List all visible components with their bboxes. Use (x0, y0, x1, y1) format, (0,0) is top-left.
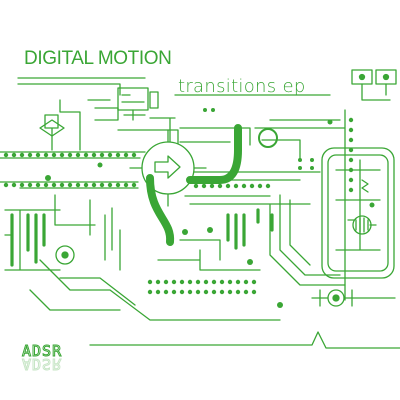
trace (4, 194, 121, 271)
bus-line (184, 171, 321, 205)
trace (269, 194, 346, 286)
trace (361, 83, 391, 101)
trace (347, 219, 377, 226)
ic-chip (117, 87, 149, 111)
transition-curve (186, 124, 242, 184)
header-line (17, 77, 331, 96)
resistor (149, 91, 159, 109)
trace (44, 99, 81, 151)
release-title: transitions ep (178, 76, 306, 97)
capacitor (55, 245, 75, 265)
trace (311, 289, 396, 307)
trace (29, 259, 281, 321)
trace (87, 99, 119, 121)
module-box-inner (327, 154, 389, 272)
label-logo-reflection: ADSR (22, 355, 63, 374)
connector-core (332, 294, 340, 302)
trace (121, 94, 146, 121)
trace (157, 139, 301, 271)
diode-icon (39, 119, 65, 137)
chip-lead (129, 129, 207, 207)
module-box (321, 147, 395, 279)
arrow-icon (154, 155, 181, 179)
solder-pads (45, 119, 375, 308)
pad-ring (258, 128, 278, 148)
artist-name: DIGITAL MOTION (24, 48, 172, 69)
pin-row (3, 108, 354, 295)
bus-line (179, 109, 346, 301)
plug-pin (358, 73, 366, 81)
bus-line (0, 151, 146, 189)
resistor (361, 179, 369, 193)
pin-column (10, 208, 274, 267)
transition-curve (146, 174, 175, 246)
trace (335, 159, 381, 251)
label-logo: ADSR (21, 342, 63, 361)
plug-icon (351, 69, 397, 85)
adsr-envelope (89, 331, 400, 349)
plug-pin (382, 73, 390, 81)
capacitor-core (61, 251, 69, 259)
transistor-pins (355, 217, 369, 233)
